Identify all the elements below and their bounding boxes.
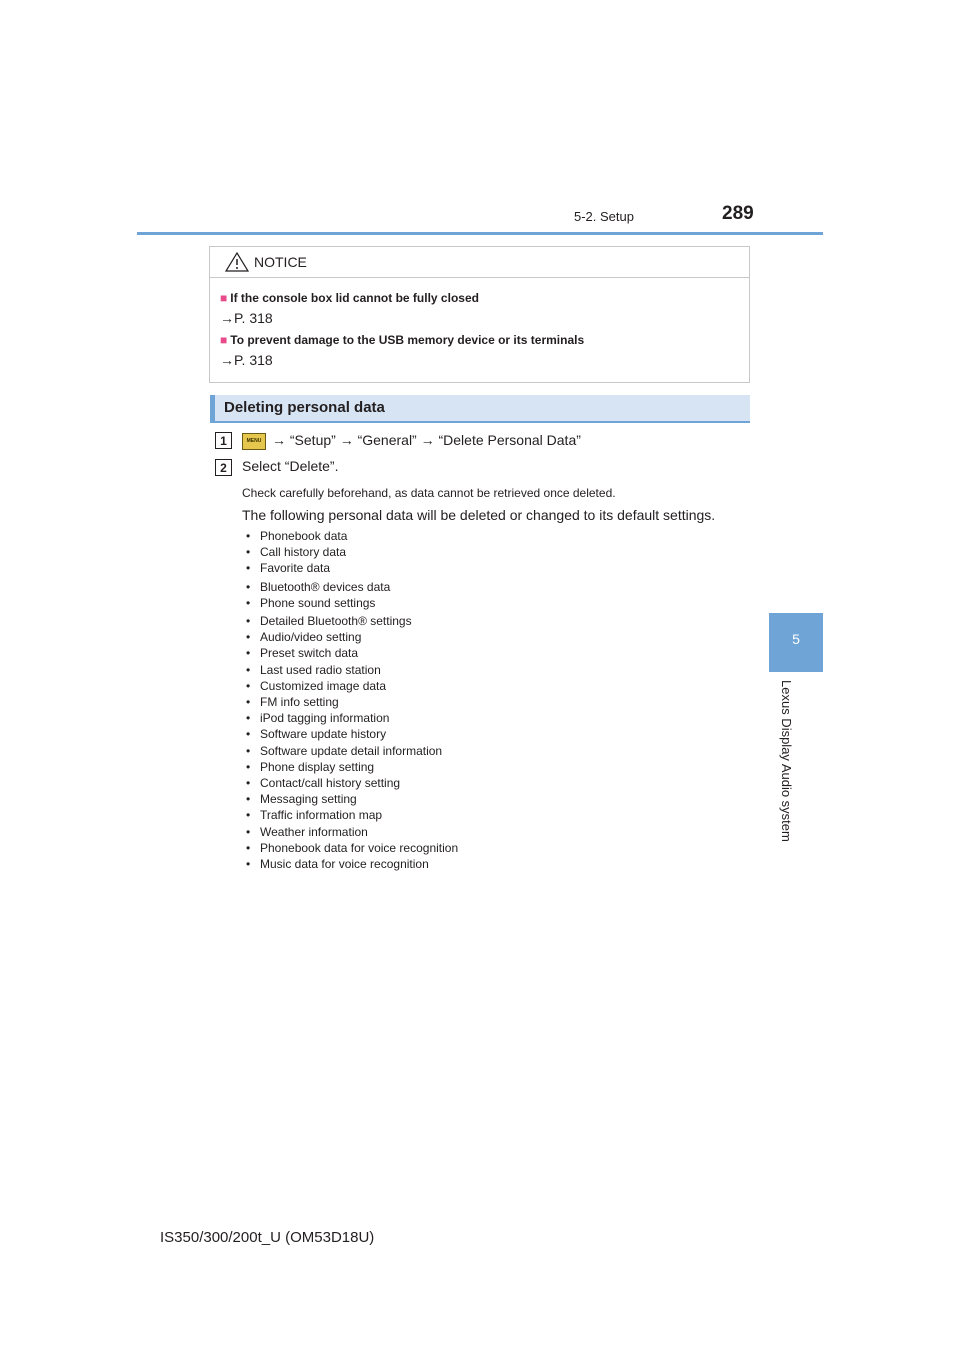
list-item: •Favorite data: [246, 561, 331, 576]
notice-item-title: ■If the console box lid cannot be fully …: [220, 291, 479, 305]
step-number: 2: [215, 459, 232, 476]
header-rule: [137, 232, 823, 235]
list-item: •Bluetooth® devices data: [246, 579, 391, 594]
square-bullet-icon: ■: [220, 333, 228, 347]
list-item: •FM info setting: [246, 695, 339, 710]
notice-header: NOTICE: [210, 247, 749, 278]
warning-triangle-icon: [224, 251, 250, 272]
notice-label: NOTICE: [254, 254, 307, 270]
list-item: •Phone display setting: [246, 759, 375, 774]
notice-item-ref[interactable]: →P. 318: [220, 310, 273, 326]
menu-button-icon: MENU: [242, 432, 266, 450]
list-item: •Music data for voice recognition: [246, 857, 429, 872]
list-item: •Audio/video setting: [246, 630, 362, 645]
list-item: •Weather information: [246, 824, 368, 839]
footer-model-code: IS350/300/200t_U (OM53D18U): [160, 1229, 375, 1246]
square-bullet-icon: ■: [220, 291, 228, 305]
section-title: 5-2. Setup: [574, 209, 634, 224]
list-item: •Detailed Bluetooth® settings: [246, 614, 412, 629]
chapter-number: 5: [792, 631, 800, 647]
notice-item-title: ■To prevent damage to the USB memory dev…: [220, 333, 585, 347]
notice-box: NOTICE ■If the console box lid cannot be…: [209, 246, 750, 383]
list-item: •Phonebook data for voice recognition: [246, 840, 459, 855]
deleted-data-list: •Phonebook data •Call history data •Favo…: [246, 528, 458, 872]
deleted-data-intro: The following personal data will be dele…: [242, 507, 716, 523]
step-instruction: Select “Delete”.: [242, 458, 339, 474]
list-item: •Last used radio station: [246, 662, 381, 677]
heading-accent-bar: [210, 395, 215, 423]
list-item: •Traffic information map: [246, 808, 383, 823]
page-number: 289: [722, 203, 754, 224]
chapter-tab: 5: [769, 613, 823, 672]
list-item: •Messaging setting: [246, 792, 357, 807]
step-instruction: → “Setup” → “General” → “Delete Personal…: [272, 432, 581, 448]
list-item: •Contact/call history setting: [246, 776, 401, 791]
list-item: •Preset switch data: [246, 646, 359, 661]
list-item: •Phone sound settings: [246, 595, 376, 610]
step-number: 1: [215, 432, 232, 449]
list-item: •Software update history: [246, 727, 387, 742]
list-item: •Call history data: [246, 545, 347, 560]
step-text: MENU → “Setup” → “General” → “Delete Pers…: [242, 432, 581, 450]
section-heading-text: Deleting personal data: [224, 399, 385, 416]
list-item: •Phonebook data: [246, 529, 348, 543]
section-heading: Deleting personal data: [210, 395, 750, 423]
list-item: •iPod tagging information: [246, 711, 390, 726]
notice-item-ref[interactable]: →P. 318: [220, 352, 273, 368]
chapter-title: Lexus Display Audio system: [779, 680, 794, 842]
caution-note: Check carefully beforehand, as data cann…: [242, 486, 616, 500]
list-item: •Software update detail information: [246, 743, 443, 758]
list-item: •Customized image data: [246, 678, 387, 693]
